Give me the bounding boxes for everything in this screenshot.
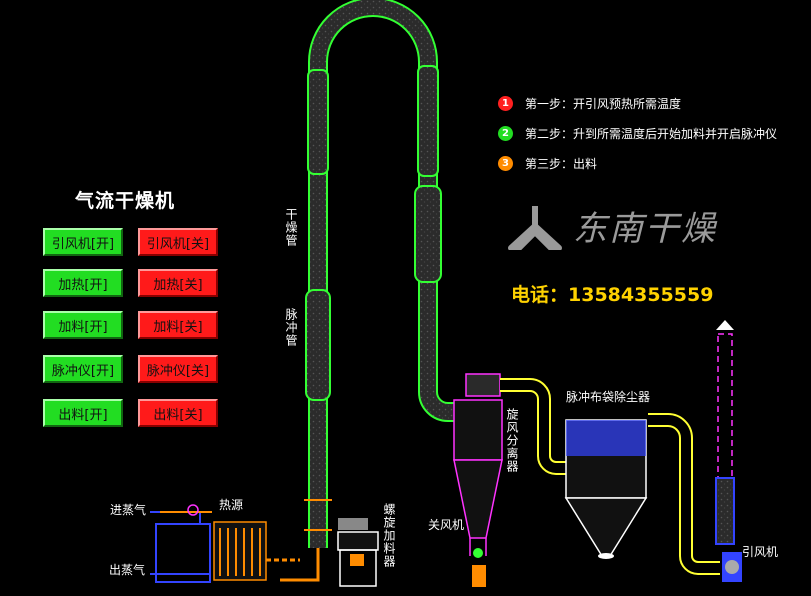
fan-label: 引风机 (742, 545, 779, 559)
step-number-badge: 1 (498, 95, 513, 111)
cyclone-separator (453, 373, 503, 587)
brand-logo-icon (508, 206, 562, 250)
feed-off-button[interactable]: 加料[关] (138, 311, 218, 339)
heat-on-button[interactable]: 加热[开] (43, 269, 123, 297)
rotary-valve-label: 关风机 (428, 518, 465, 532)
drying-pipe (280, 0, 470, 582)
pulse-off-button[interactable]: 脉冲仪[关] (138, 355, 218, 383)
bag-filter (564, 419, 648, 559)
discharge-on-button[interactable]: 出料[开] (43, 399, 123, 427)
feed-on-button[interactable]: 加料[开] (43, 311, 123, 339)
step-number-badge: 3 (498, 155, 513, 171)
screw-feeder (337, 518, 379, 587)
step-number-badge: 2 (498, 125, 513, 141)
panel-title: 气流干燥机 (75, 190, 176, 212)
yellow-duct (500, 378, 720, 575)
step-text: 第一步：开引风预热所需温度 (525, 96, 682, 111)
cyclone-label: 旋风分离器 (505, 408, 519, 473)
step-item: 2 第二步：升到所需温度后开始加料并开启脉冲仪 (498, 118, 777, 148)
brand-name: 东南干燥 (573, 209, 717, 249)
discharge-off-button[interactable]: 出料[关] (138, 399, 218, 427)
steam-out-label: 出蒸气 (109, 563, 146, 577)
heat-source-label: 热源 (219, 498, 244, 512)
chimney-and-fan (715, 320, 742, 582)
fan-on-button[interactable]: 引风机[开] (43, 228, 123, 256)
screw-feeder-label: 螺旋加料器 (382, 503, 396, 568)
dry-pipe-label: 干燥管 (284, 208, 298, 247)
step-item: 3 第三步：出料 (498, 148, 777, 178)
step-text: 第三步：出料 (525, 156, 598, 171)
pulse-on-button[interactable]: 脉冲仪[开] (43, 355, 123, 383)
steam-in-label: 进蒸气 (110, 503, 147, 517)
heat-source (150, 504, 300, 583)
step-item: 1 第一步：开引风预热所需温度 (498, 88, 777, 118)
heat-off-button[interactable]: 加热[关] (138, 269, 218, 297)
phone-number: 电话：13584355559 (511, 284, 714, 306)
bag-filter-label: 脉冲布袋除尘器 (566, 390, 651, 404)
pulse-pipe-label: 脉冲管 (284, 308, 298, 347)
step-text: 第二步：升到所需温度后开始加料并开启脉冲仪 (525, 126, 778, 141)
step-list: 1 第一步：开引风预热所需温度 2 第二步：升到所需温度后开始加料并开启脉冲仪 … (498, 88, 777, 178)
fan-off-button[interactable]: 引风机[关] (138, 228, 218, 256)
